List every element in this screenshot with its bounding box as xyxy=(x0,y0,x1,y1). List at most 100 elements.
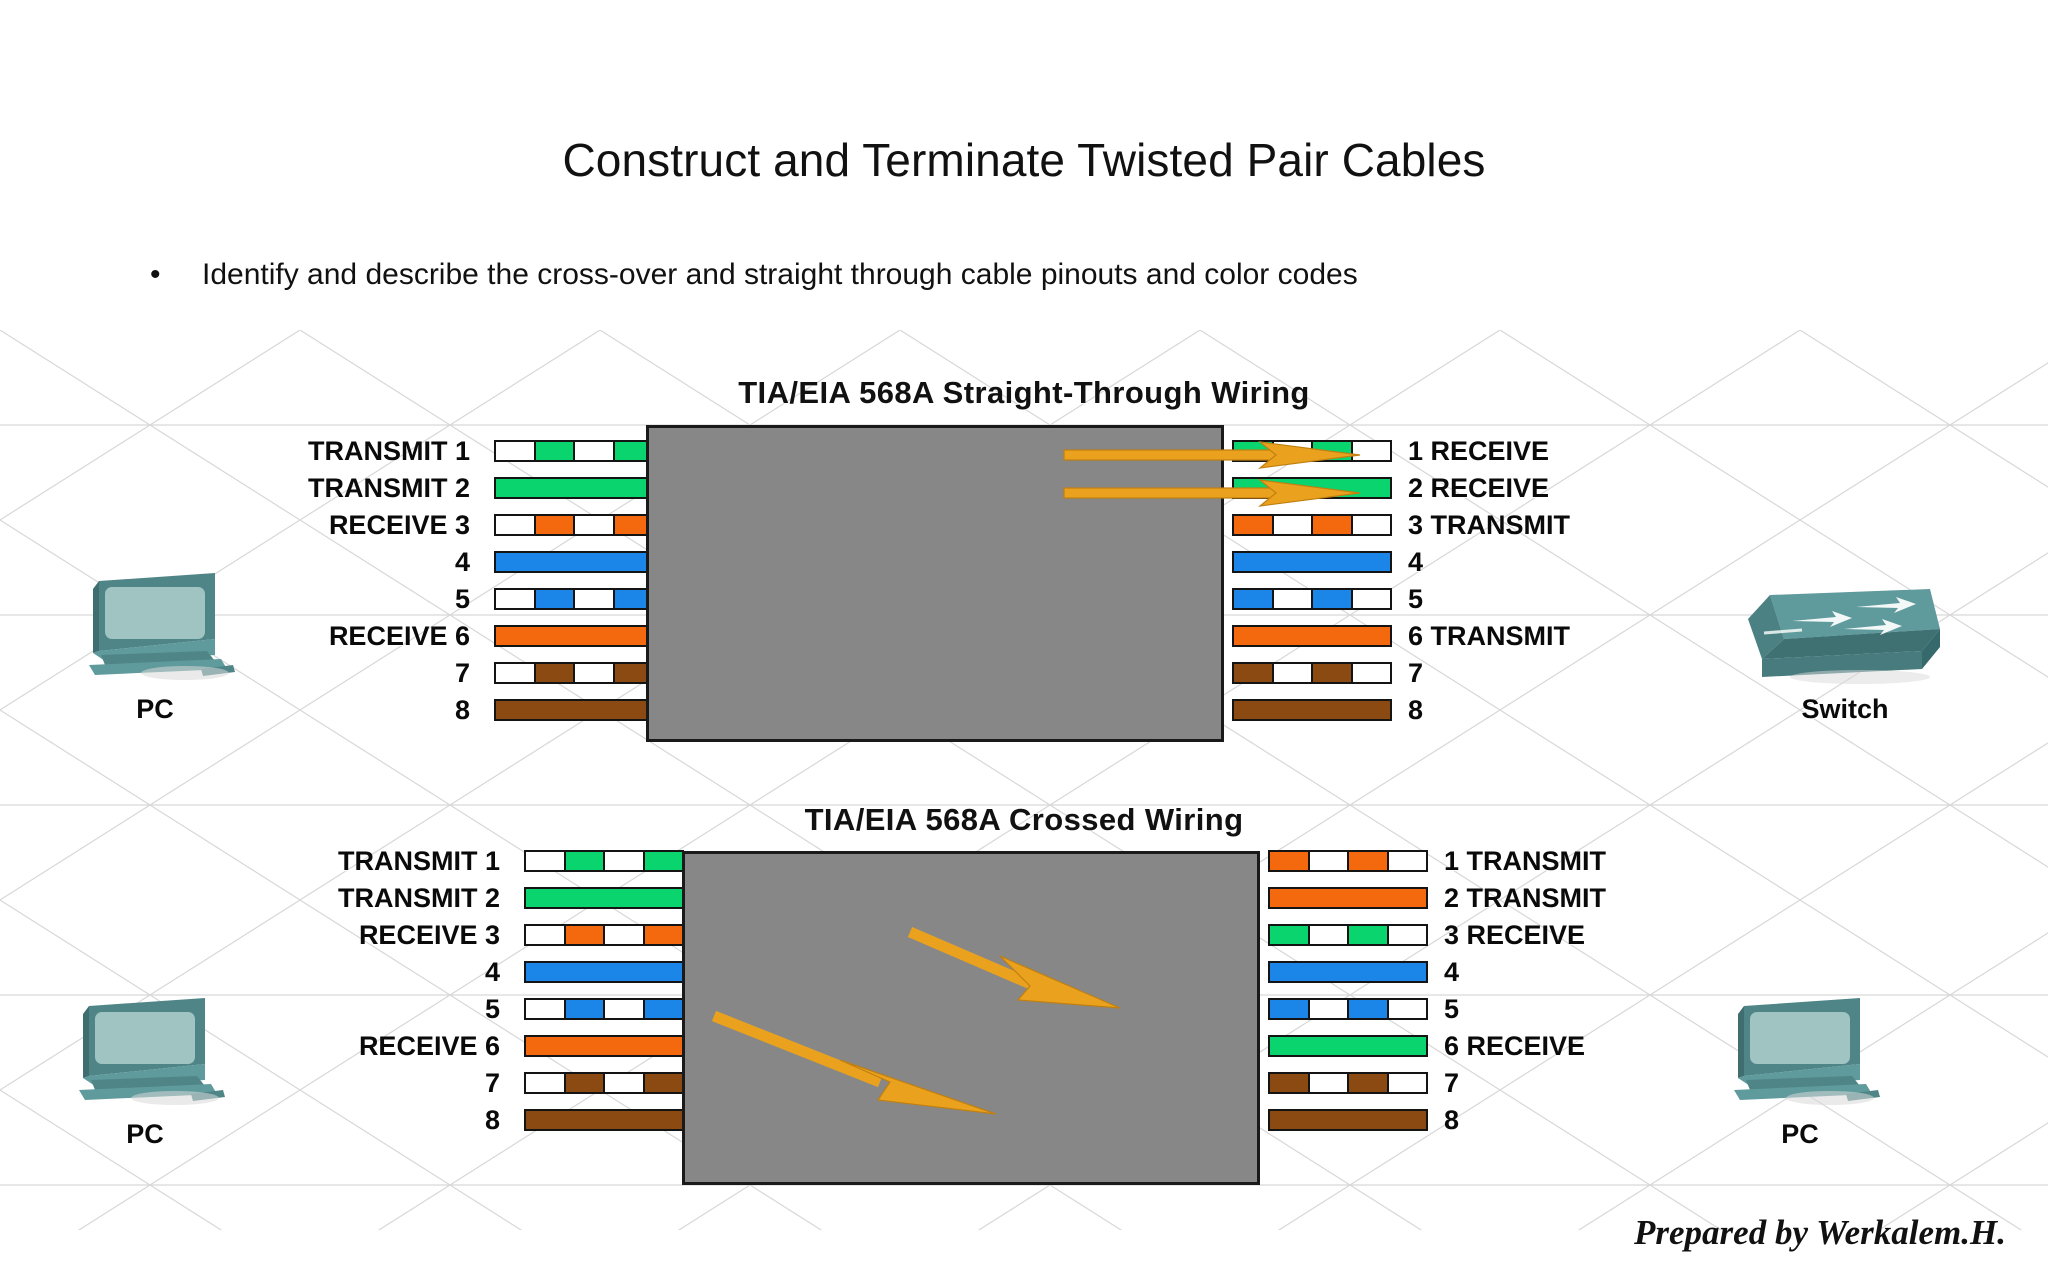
wire-left-pin-8 xyxy=(524,1109,684,1131)
wire-segment xyxy=(644,1000,682,1018)
pin-label-left-8: 8 xyxy=(484,1105,500,1135)
wire-segment xyxy=(535,664,575,682)
pc-icon xyxy=(89,573,235,680)
device-switch-right-straight: Switch xyxy=(1720,585,1970,725)
wire-left-pin-4 xyxy=(524,961,684,983)
wire-segment xyxy=(526,852,566,870)
wire-segment xyxy=(1349,852,1389,870)
wire-segment xyxy=(526,1074,566,1092)
pin-label-left-4: 4 xyxy=(484,957,500,987)
pin-label-right-1: 1 TRANSMIT xyxy=(1444,846,1606,876)
wire-segment xyxy=(1273,590,1313,608)
wire-segment xyxy=(605,1074,645,1092)
wire-segment xyxy=(565,852,605,870)
wire-right-pin-4 xyxy=(1232,551,1392,573)
bullet-label: Identify and describe the cross-over and… xyxy=(202,258,1358,291)
wire-segment xyxy=(1273,664,1313,682)
pin-label-left-4: 4 xyxy=(454,547,470,577)
wire-segment xyxy=(535,590,575,608)
wire-segment xyxy=(1309,926,1349,944)
wire-segment xyxy=(496,590,536,608)
device-label: PC xyxy=(126,1119,164,1149)
wire-right-pin-1 xyxy=(1232,440,1392,462)
wire-segment xyxy=(1234,590,1274,608)
device-pc-left-crossed: PC xyxy=(50,990,240,1150)
device-label: Switch xyxy=(1801,694,1889,724)
page-title: Construct and Terminate Twisted Pair Cab… xyxy=(562,134,1486,186)
wire-right-pin-3 xyxy=(1232,514,1392,536)
cable-jacket-block-straight xyxy=(646,425,1224,742)
pin-label-right-3: 3 RECEIVE xyxy=(1444,920,1586,950)
wire-right-pin-1 xyxy=(1268,850,1428,872)
wire-segment xyxy=(575,664,615,682)
wire-segment xyxy=(1388,1074,1426,1092)
bullet-marker: • xyxy=(150,258,161,291)
cable-jacket-block-crossed xyxy=(682,851,1260,1185)
pin-label-left-8: 8 xyxy=(454,695,470,725)
pin-label-right-8: 8 xyxy=(1408,695,1424,725)
bullet-item: • Identify and describe the cross-over a… xyxy=(150,258,1750,293)
pin-label-right-6: 6 RECEIVE xyxy=(1444,1031,1586,1061)
pin-label-right-8: 8 xyxy=(1444,1105,1460,1135)
wire-left-pin-2 xyxy=(494,477,654,499)
pin-label-right-4: 4 xyxy=(1444,957,1460,987)
wire-segment xyxy=(1352,590,1390,608)
wire-segment xyxy=(1349,1000,1389,1018)
pin-label-right-5: 5 xyxy=(1444,994,1460,1024)
wire-left-pin-8 xyxy=(494,699,654,721)
wire-segment xyxy=(1270,926,1310,944)
wire-right-pin-3 xyxy=(1268,924,1428,946)
wire-right-pin-4 xyxy=(1268,961,1428,983)
pin-label-left-6: RECEIVE 6 xyxy=(328,621,470,651)
footer-signature: Prepared by Werkalem.H. xyxy=(1634,1213,2006,1252)
wire-left-pin-4 xyxy=(494,551,654,573)
wire-segment xyxy=(1388,1000,1426,1018)
wire-right-pin-6 xyxy=(1232,625,1392,647)
wire-segment xyxy=(1388,926,1426,944)
wire-right-pin-8 xyxy=(1268,1109,1428,1131)
wire-left-pin-6 xyxy=(494,625,654,647)
pin-label-left-7: 7 xyxy=(454,658,470,688)
wire-segment xyxy=(605,1000,645,1018)
wire-segment xyxy=(644,852,682,870)
wire-segment xyxy=(1273,442,1313,460)
wire-segment xyxy=(575,590,615,608)
wire-left-pin-5 xyxy=(494,588,654,610)
wire-segment xyxy=(605,926,645,944)
pin-label-left-3: RECEIVE 3 xyxy=(328,510,470,540)
wire-segment xyxy=(1352,516,1390,534)
wire-segment xyxy=(1234,664,1274,682)
pin-label-left-5: 5 xyxy=(484,994,500,1024)
wire-segment xyxy=(575,442,615,460)
wire-right-pin-2 xyxy=(1268,887,1428,909)
device-pc-left-straight: PC xyxy=(60,565,250,725)
wire-segment xyxy=(1234,442,1274,460)
pin-label-right-5: 5 xyxy=(1408,584,1424,614)
device-label: PC xyxy=(136,694,174,724)
wire-right-pin-7 xyxy=(1232,662,1392,684)
wire-segment xyxy=(644,1074,682,1092)
wire-right-pin-5 xyxy=(1232,588,1392,610)
wire-segment xyxy=(1352,664,1390,682)
wire-segment xyxy=(1313,516,1353,534)
switch-icon xyxy=(1748,589,1940,684)
wire-segment xyxy=(526,926,566,944)
wire-right-pin-6 xyxy=(1268,1035,1428,1057)
pc-icon xyxy=(1734,998,1880,1105)
wire-segment xyxy=(496,442,536,460)
diagram-title-straight-through: TIA/EIA 568A Straight-Through Wiring xyxy=(738,375,1310,410)
wire-segment xyxy=(1313,664,1353,682)
wire-left-pin-1 xyxy=(524,850,684,872)
wire-segment xyxy=(565,1000,605,1018)
wire-segment xyxy=(1313,590,1353,608)
pc-icon xyxy=(79,998,225,1105)
wire-segment xyxy=(1388,852,1426,870)
pin-label-right-3: 3 TRANSMIT xyxy=(1408,510,1570,540)
wire-segment xyxy=(535,442,575,460)
wire-segment xyxy=(1352,442,1390,460)
wire-segment xyxy=(644,926,682,944)
pin-label-right-4: 4 xyxy=(1408,547,1424,577)
pin-label-left-5: 5 xyxy=(454,584,470,614)
wire-segment xyxy=(1234,516,1274,534)
pin-label-left-2: TRANSMIT 2 xyxy=(308,473,470,503)
